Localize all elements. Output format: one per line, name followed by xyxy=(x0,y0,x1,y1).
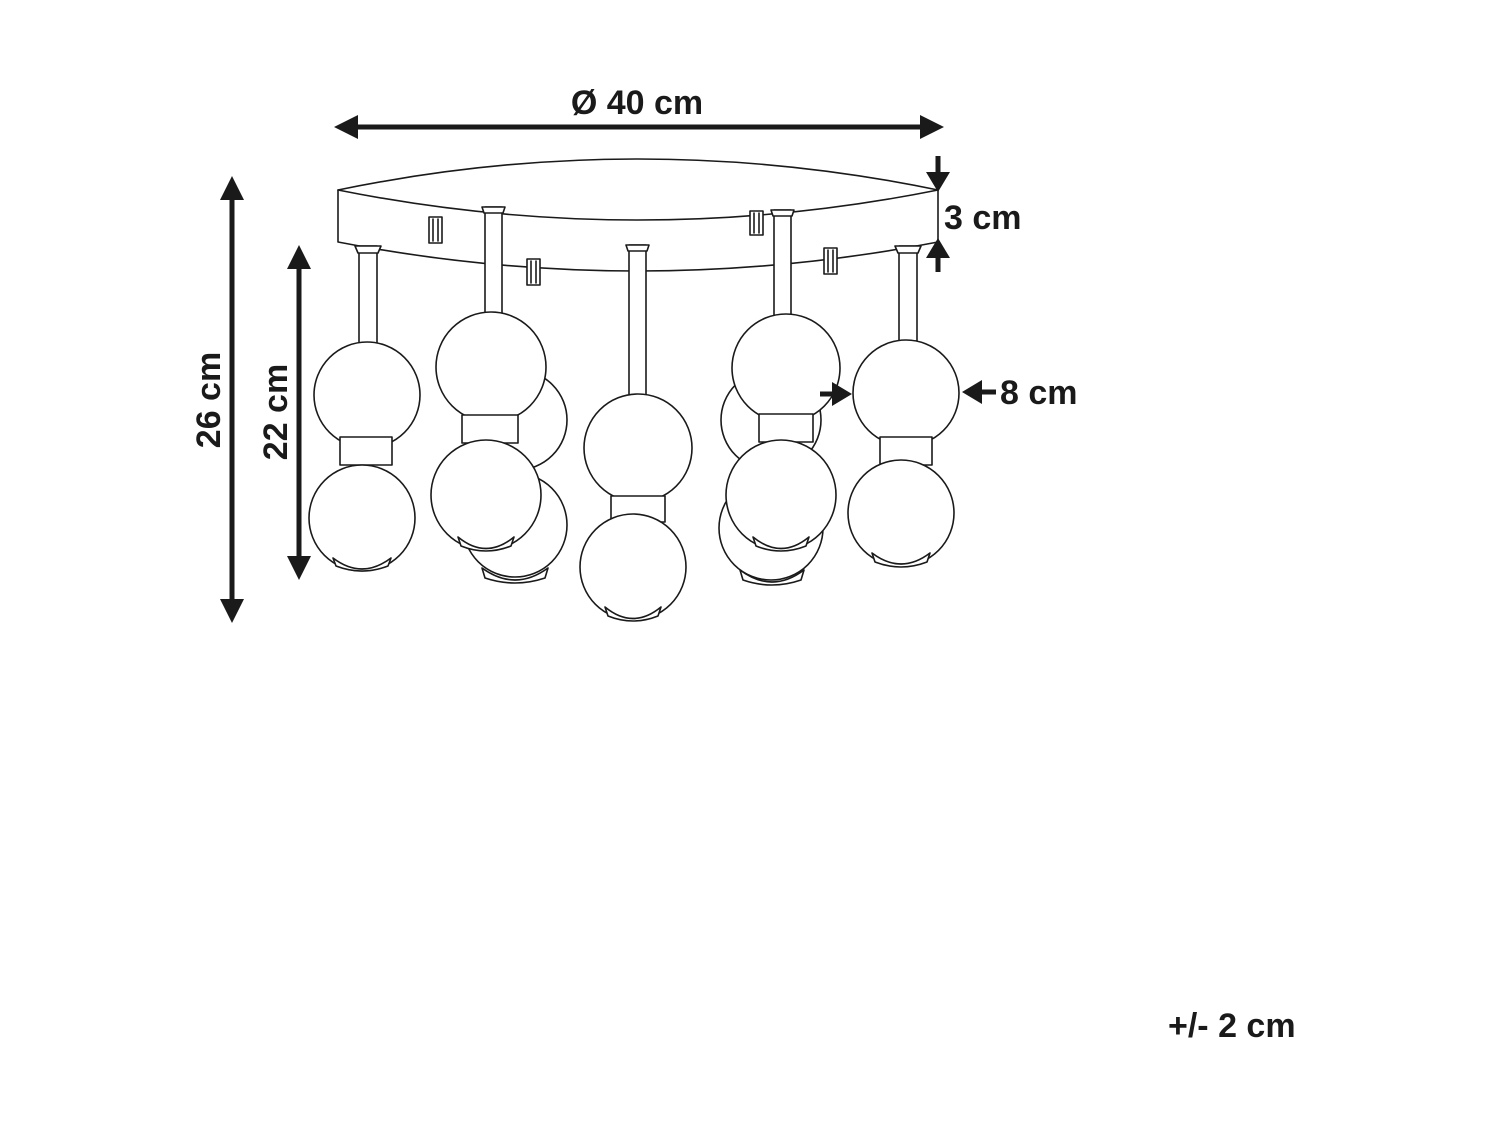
pendant-5 xyxy=(847,245,960,568)
total-height-label: 26 cm xyxy=(190,352,228,448)
diameter-dimension: Ø 40 cm xyxy=(334,84,944,139)
diameter-label: Ø 40 cm xyxy=(571,84,703,122)
plate-screws xyxy=(428,210,838,286)
globe-width-dimension: 8 cm xyxy=(820,374,1078,412)
pendant-height-dimension: 22 cm xyxy=(257,245,311,580)
total-height-dimension: 26 cm xyxy=(190,176,244,623)
globe-width-label: 8 cm xyxy=(1000,374,1078,412)
plate-height-label: 3 cm xyxy=(944,199,1022,237)
pendant-3 xyxy=(579,244,693,622)
pendant-4 xyxy=(725,209,841,552)
tolerance-note: +/- 2 cm xyxy=(1168,1007,1296,1045)
pendant-1 xyxy=(308,245,421,572)
plate-height-dimension: 3 cm xyxy=(926,156,1022,272)
pendant-height-label: 22 cm xyxy=(257,364,295,460)
pendant-2 xyxy=(430,206,547,552)
